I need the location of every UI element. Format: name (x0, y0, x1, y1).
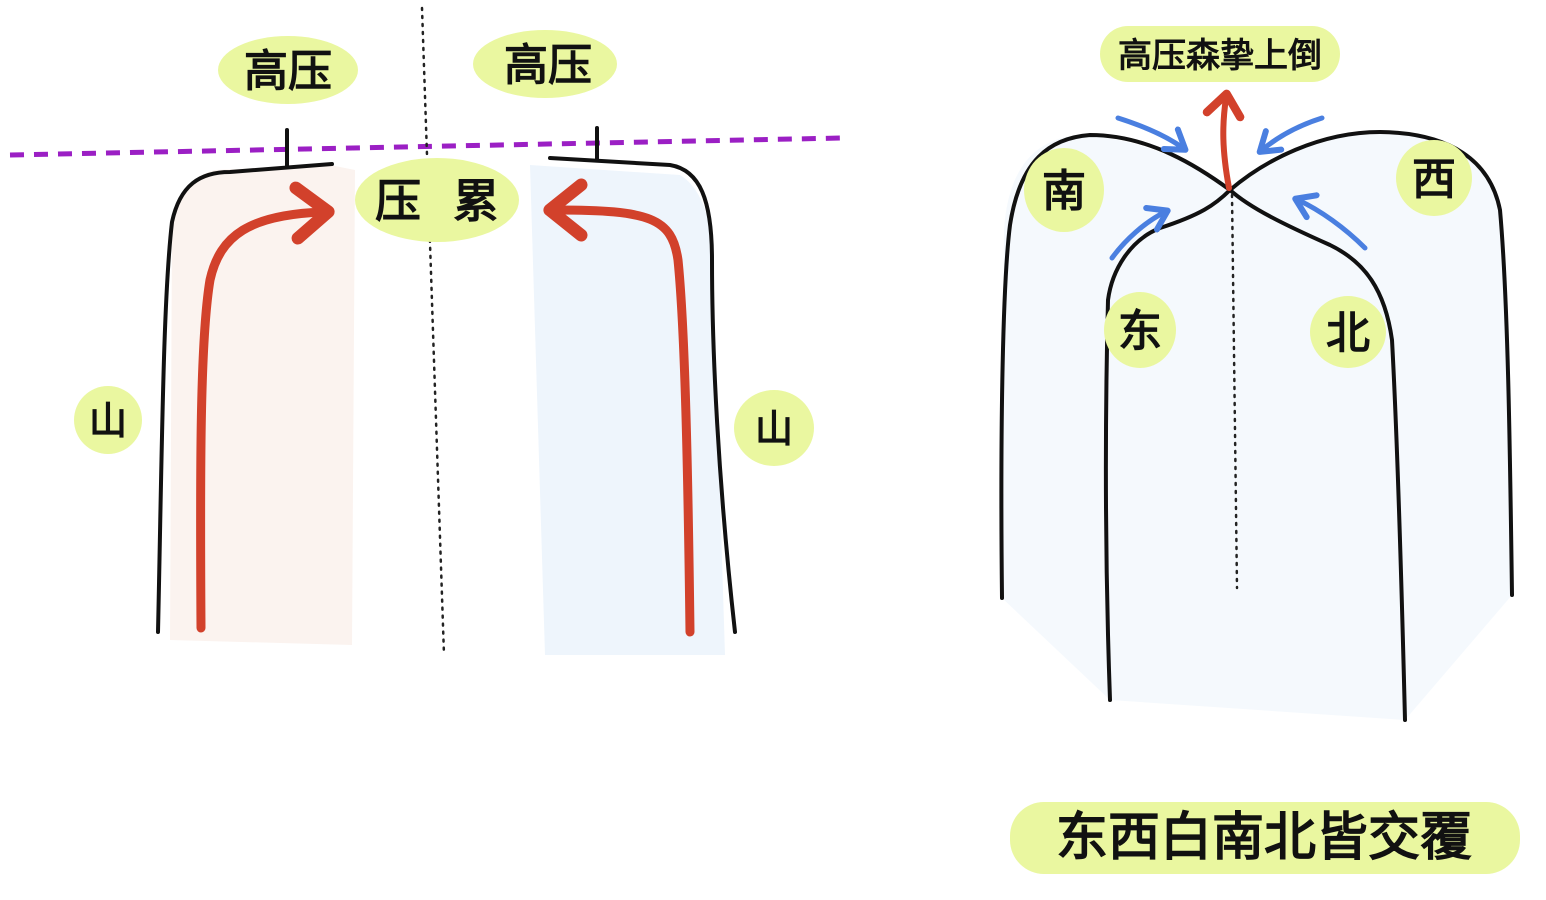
inflow-arrow-se-icon (1292, 192, 1368, 251)
left-mountain (156, 128, 355, 645)
label-high-left-text: 高压 (244, 46, 332, 97)
label-west-text: 西 (1412, 154, 1456, 205)
label-mountain-left-text: 山 (89, 399, 127, 443)
left-updraft-arrow-icon (196, 181, 335, 633)
label-high-right-text: 高压 (504, 40, 592, 91)
caption-text: 东西白南北皆交覆 (1056, 808, 1472, 868)
label-north: 北 (1310, 296, 1386, 368)
label-high-right: 高压 (473, 30, 617, 98)
label-ridge-text: 压 累 (375, 174, 499, 228)
label-mountain-right-text: 山 (755, 407, 793, 451)
label-top-text: 高压森挚上倒 (1118, 36, 1322, 76)
label-north-text: 北 (1326, 308, 1370, 359)
label-west: 西 (1396, 140, 1472, 216)
four-side-mountain-fill (1002, 131, 1512, 720)
inflow-arrow-nw-icon (1115, 115, 1189, 153)
right-mountain (530, 126, 737, 655)
label-mountain-right: 山 (734, 390, 814, 466)
inflow-arrow-sw-icon (1109, 204, 1171, 261)
right-updraft-arrow-icon (543, 178, 695, 637)
right-panel: 高压森挚上倒 南 西 东 北 东西白南北皆交覆 (999, 26, 1520, 874)
label-ridge: 压 累 (355, 158, 519, 242)
inflow-arrow-ne-icon (1256, 115, 1325, 155)
caption: 东西白南北皆交覆 (1010, 802, 1520, 874)
left-mountain-fill (170, 165, 355, 645)
label-south-text: 南 (1042, 166, 1086, 217)
label-high-left: 高压 (218, 36, 358, 104)
center-divider-line (420, 6, 446, 657)
label-mountain-left: 山 (74, 386, 142, 454)
label-top: 高压森挚上倒 (1100, 26, 1340, 82)
label-south: 南 (1024, 148, 1104, 232)
label-east-text: 东 (1118, 306, 1162, 357)
left-panel: 高压 高压 压 累 山 山 (9, 6, 843, 657)
label-east: 东 (1104, 292, 1176, 368)
peak-axis-line (1230, 193, 1239, 590)
left-mountain-outline (156, 162, 334, 634)
right-mountain-fill (530, 165, 725, 655)
peak-updraft-arrow-icon (1202, 89, 1245, 191)
right-mountain-outline (548, 156, 737, 634)
